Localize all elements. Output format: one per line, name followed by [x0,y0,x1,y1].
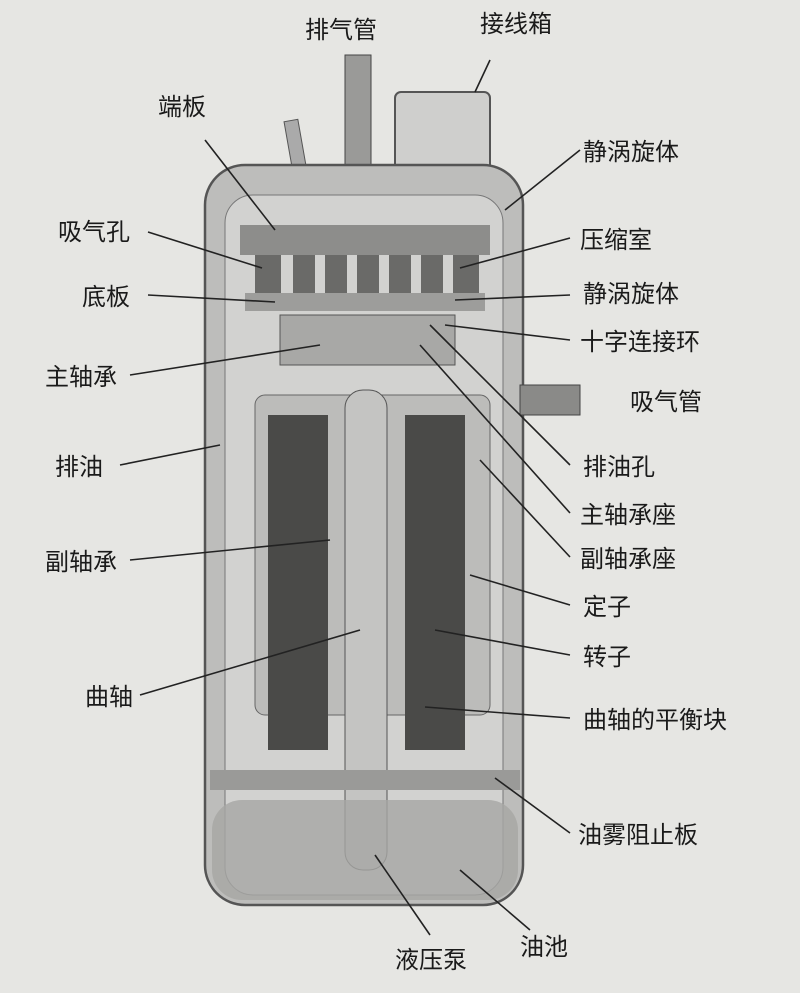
label-stator: 定子 [583,593,631,621]
rotor-right [405,415,465,750]
label-end-plate: 端板 [158,93,206,121]
label-main-bearing: 主轴承 [45,363,117,391]
label-oil-pool: 油池 [520,933,568,961]
label-counterweight: 曲轴的平衡块 [583,706,727,734]
junction-box-shape [394,91,491,173]
leader-lines [119,59,581,936]
label-junction-box: 接线箱 [480,10,552,38]
main-bearing-seat-shape [279,314,456,366]
label-crankshaft: 曲轴 [85,683,133,711]
label-suction-hole: 吸气孔 [58,218,130,246]
compressor-illustration [203,54,581,907]
label-aux-bearing: 副轴承 [45,548,117,576]
label-fixed-scroll-top: 静涡旋体 [583,138,679,166]
label-oldham-ring: 十字连接环 [580,328,700,356]
label-suction-pipe: 吸气管 [630,388,702,416]
oil-mist-plate-shape [210,770,520,790]
oil-pool-shape [212,800,518,900]
label-main-bearing-seat: 主轴承座 [580,501,676,529]
label-exhaust-pipe: 排气管 [305,16,377,44]
label-oil-drain-hole: 排油孔 [583,453,655,481]
label-oil-drain: 排油 [55,453,103,481]
label-oil-mist-plate: 油雾阻止板 [578,821,698,849]
scroll-wraps [255,255,479,293]
label-base-plate: 底板 [82,283,130,311]
crankshaft-shape [344,389,388,871]
label-fixed-scroll-2: 静涡旋体 [583,280,679,308]
label-hydraulic-pump: 液压泵 [395,946,467,974]
label-compression-chamber: 压缩室 [580,226,652,254]
label-rotor: 转子 [583,643,631,671]
rotor-left [268,415,328,750]
suction-pipe-shape [519,384,581,416]
end-plate-shape [240,225,490,255]
base-plate-shape [245,293,485,311]
label-aux-bearing-seat: 副轴承座 [580,545,676,573]
